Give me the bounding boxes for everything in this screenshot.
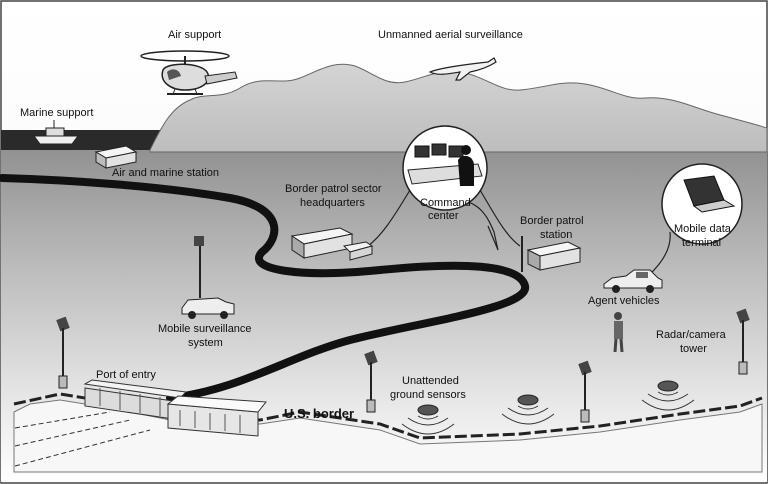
radar-tower-2 (364, 350, 378, 413)
label-command-center-1: Command (420, 197, 471, 209)
ground-sensor-3 (641, 380, 695, 411)
bp-station-building (526, 241, 582, 271)
boat-icon (33, 120, 79, 145)
uav-aircraft-icon (428, 57, 497, 81)
label-agent-vehicles: Agent vehicles (588, 295, 660, 307)
label-us-border: U.S. border (284, 406, 354, 421)
label-sensors-2: ground sensors (390, 389, 466, 401)
label-radar-1: Radar/camera (656, 329, 727, 341)
label-sector-hq-1: Border patrol sector (285, 183, 382, 195)
road (0, 174, 529, 402)
label-uav: Unmanned aerial surveillance (378, 29, 523, 41)
label-air-marine-station: Air and marine station (112, 167, 219, 179)
agent-vehicle-icon (603, 269, 663, 293)
label-sensors-1: Unattended (402, 375, 459, 387)
label-bp-station-1: Border patrol (520, 215, 584, 227)
label-bp-station-2: station (540, 229, 572, 241)
command-center-console-icon (407, 143, 483, 186)
air-marine-station-building (94, 145, 138, 169)
radar-tower-1 (56, 316, 70, 389)
mobile-surveillance-truck-icon (181, 236, 235, 319)
label-air-support: Air support (168, 29, 221, 41)
laptop-icon (683, 175, 736, 213)
label-command-center-2: center (428, 210, 459, 222)
label-radar-2: tower (680, 343, 707, 355)
port-of-entry-building (83, 379, 267, 437)
radar-tower-3 (578, 360, 592, 423)
water (1, 130, 160, 150)
label-mobile-data-1: Mobile data (674, 223, 732, 235)
label-mobile-data-2: terminal (682, 237, 721, 249)
sector-hq-building (290, 227, 374, 261)
ground-sensor-1 (401, 404, 455, 435)
label-port-of-entry: Port of entry (96, 369, 156, 381)
ground-sensor-2 (501, 394, 555, 425)
command-center-link-2 (479, 189, 521, 247)
label-mobile-surv-1: Mobile surveillance (158, 323, 252, 335)
label-sector-hq-2: headquarters (300, 197, 365, 209)
agent-person-icon (613, 312, 624, 353)
helicopter-icon (140, 50, 238, 95)
label-marine-support: Marine support (20, 107, 93, 119)
border-lane-lines (14, 411, 151, 467)
label-mobile-surv-2: system (188, 337, 223, 349)
radar-tower-4 (736, 308, 750, 375)
